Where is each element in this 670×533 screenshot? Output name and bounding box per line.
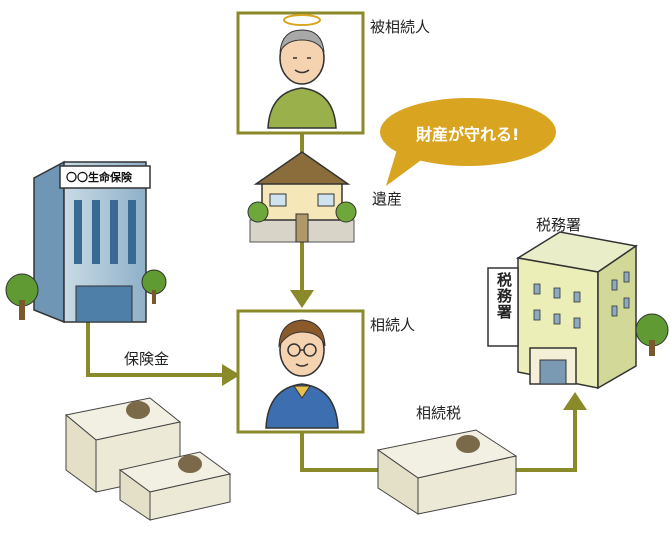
insurance-building-icon	[6, 162, 166, 322]
bubble-text: 財産が守れる!	[416, 121, 519, 145]
inheritance-tax-label: 相続税	[416, 402, 461, 423]
arrowhead-down	[290, 290, 314, 308]
estate-label: 遺産	[372, 188, 402, 209]
tax-office-building-icon	[488, 232, 668, 388]
deceased-label: 被相続人	[370, 16, 430, 37]
insurance-sign-text: 〇〇生命保険	[66, 169, 132, 185]
cash-stack-tax-icon	[378, 430, 516, 514]
tax-office-label: 税務署	[536, 214, 581, 235]
tax-office-sign-text: 税務署	[494, 272, 515, 320]
cash-stack-icon	[66, 398, 230, 520]
insurance-money-label: 保険金	[124, 348, 169, 369]
heir-label: 相続人	[370, 314, 415, 335]
deceased-box	[238, 13, 363, 133]
house-icon	[248, 152, 356, 242]
arrowhead-up	[563, 392, 587, 410]
heir-box	[238, 311, 363, 432]
